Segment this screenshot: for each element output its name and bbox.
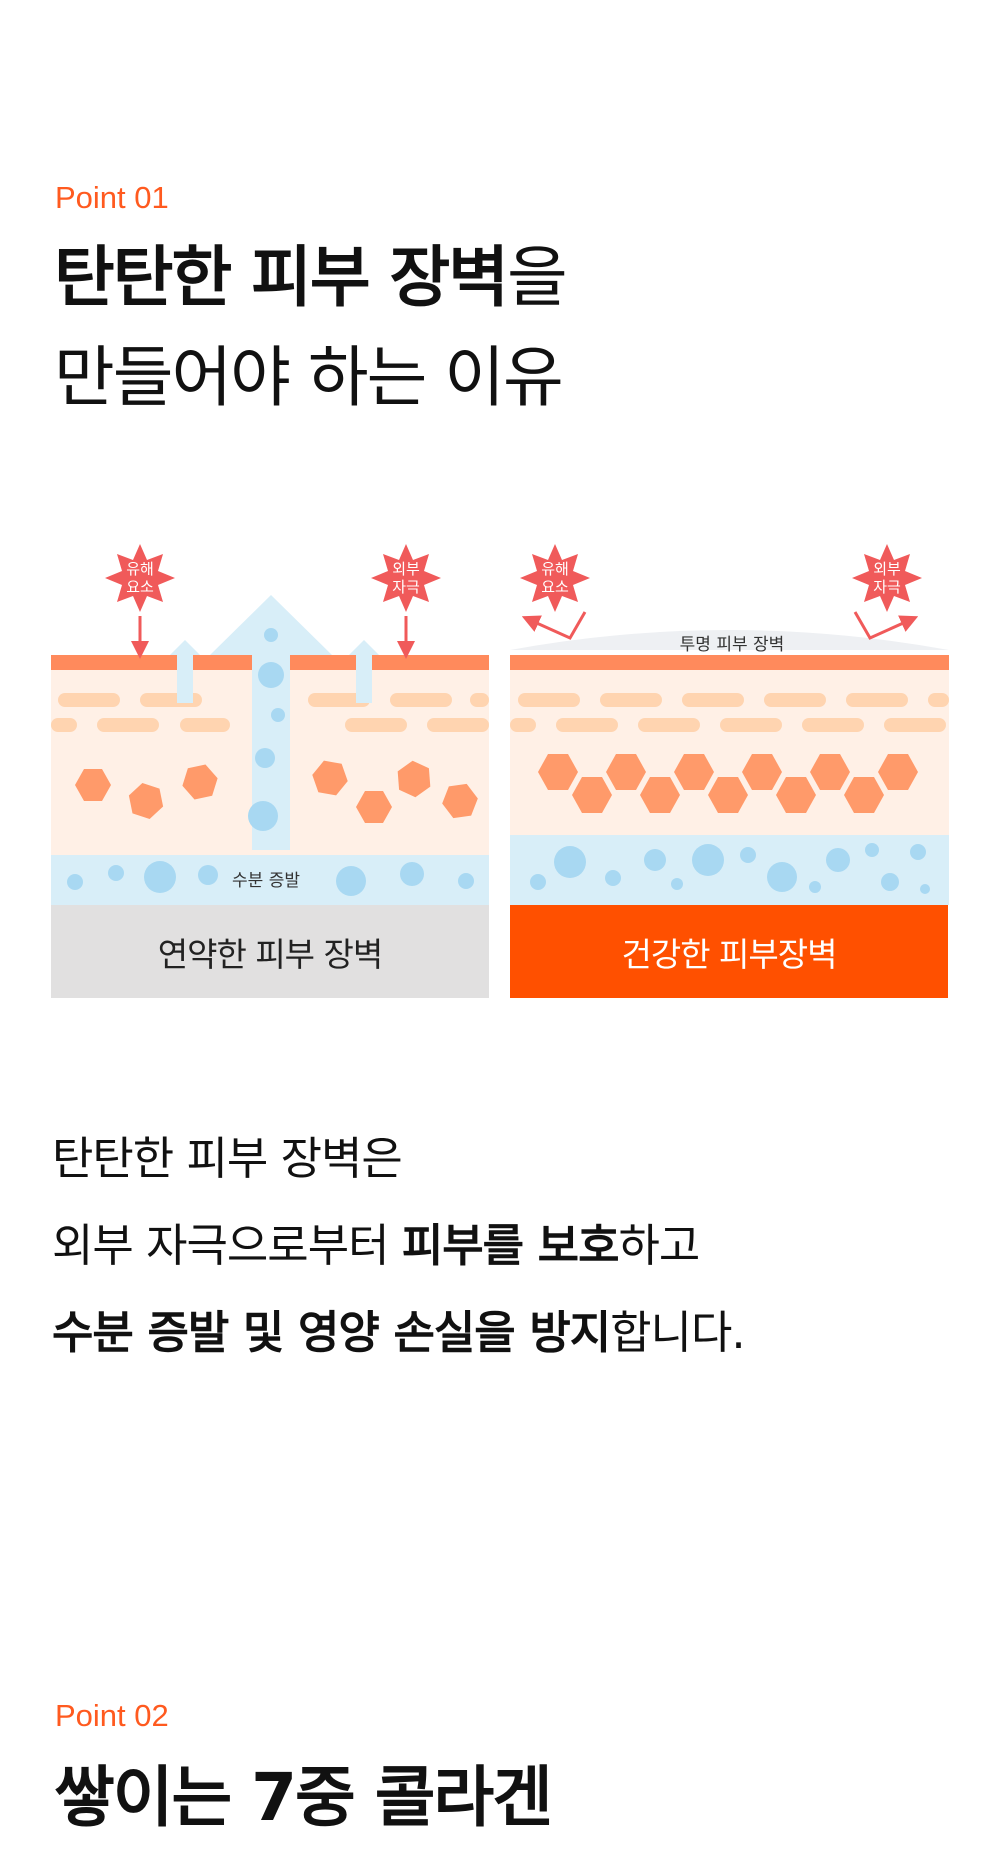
- text-span: 외부 자극으로부터: [52, 1219, 402, 1272]
- description-line-2: 외부 자극으로부터 피부를 보호하고: [52, 1202, 745, 1289]
- evaporating-bubbles: [248, 628, 285, 831]
- description-line-1: 탄탄한 피부 장벽은: [52, 1132, 403, 1185]
- badge-text: 자극: [392, 578, 420, 596]
- transparent-barrier-label: 투명 피부 장벽: [680, 635, 785, 655]
- badge-text: 외부: [392, 560, 420, 578]
- badge-text: 유해: [126, 560, 154, 578]
- description: 탄탄한 피부 장벽은 외부 자극으로부터 피부를 보호하고 수분 증발 및 영양…: [52, 1115, 746, 1376]
- badge-text: 자극: [873, 578, 901, 596]
- harmful-factor-badge: 유해 요소: [520, 544, 590, 612]
- description-line-3: 수분 증발 및 영양 손실을 방지합니다.: [52, 1289, 746, 1376]
- badge-text: 요소: [541, 578, 569, 596]
- badge-text: 외부: [873, 560, 901, 578]
- healthy-hexagons: [538, 754, 918, 813]
- healthy-cell-layer: [510, 693, 949, 732]
- point-label: Point 01: [55, 180, 169, 215]
- weak-moisture-bubbles: [67, 861, 474, 896]
- weak-barrier-panel: 수분 증발 유해 요소 외부 자극: [51, 544, 489, 905]
- title-line-1: 탄탄한 피부 장벽을: [54, 228, 568, 328]
- weak-barrier-caption: 연약한 피부 장벽: [51, 905, 489, 998]
- title-emphasis: 탄탄한 피부 장벽: [54, 239, 509, 316]
- point-label-2: Point 02: [55, 1698, 169, 1733]
- weak-hexagons: [75, 760, 478, 823]
- title-suffix: 을: [507, 239, 568, 316]
- external-stimulus-badge: 외부 자극: [371, 544, 441, 612]
- harmful-factor-badge: 유해 요소: [105, 544, 175, 612]
- badge-text: 요소: [126, 578, 154, 596]
- page-title: 탄탄한 피부 장벽을 만들어야 하는 이유: [54, 228, 568, 428]
- section-2-title: 쌓이는 7중 콜라겐: [54, 1759, 553, 1836]
- healthy-barrier-panel: 투명 피부 장벽: [510, 544, 949, 905]
- moisture-escape-arrows: [170, 595, 379, 850]
- text-span: 하고: [618, 1219, 700, 1272]
- healthy-barrier-caption: 건강한 피부장벽: [510, 905, 948, 998]
- badge-text: 유해: [541, 560, 569, 578]
- moisture-evaporation-label: 수분 증발: [232, 871, 300, 891]
- weak-cell-layer: [51, 693, 489, 732]
- skin-barrier-illustration: 수분 증발 유해 요소 외부 자극 투명 피부 장벽: [51, 544, 949, 905]
- text-span: 합니다.: [610, 1306, 746, 1359]
- healthy-moisture-bubbles: [530, 843, 930, 894]
- title-line-2: 만들어야 하는 이유: [54, 339, 564, 416]
- external-stimulus-badge: 외부 자극: [852, 544, 922, 612]
- text-emphasis: 피부를 보호: [401, 1219, 620, 1272]
- text-emphasis: 수분 증발 및 영양 손실을 방지: [52, 1306, 611, 1359]
